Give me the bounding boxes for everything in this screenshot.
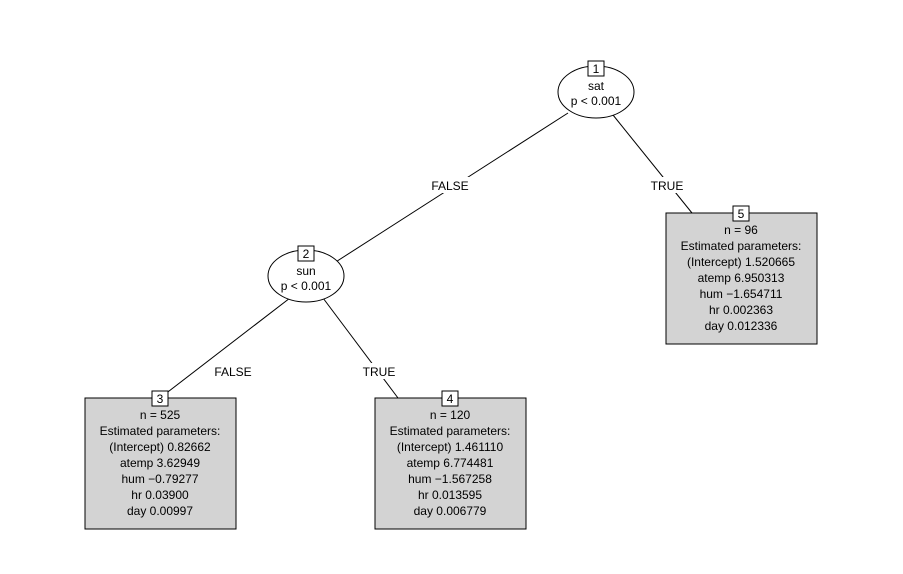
edge-label-text: TRUE (651, 179, 684, 193)
param-intercept: (Intercept) 1.520665 (687, 255, 795, 269)
param-atemp: atemp 3.62949 (120, 456, 200, 470)
edge-2-4 (322, 297, 399, 399)
terminal-node-5: 5 n = 96 Estimated parameters: (Intercep… (665, 205, 818, 345)
inner-node-1: 1 sat p < 0.001 (557, 60, 635, 119)
node-n: n = 120 (430, 408, 471, 422)
param-hr: hr 0.03900 (131, 488, 189, 502)
node-id-box (587, 60, 605, 77)
edge-label-2-3: FALSE (210, 363, 256, 379)
node-id: 4 (447, 392, 454, 406)
edge-label-1-5: TRUE (647, 177, 687, 193)
terminal-node-4: 4 n = 120 Estimated parameters: (Interce… (374, 390, 527, 530)
terminal-node-box (374, 397, 527, 530)
node-id-box (441, 390, 459, 407)
params-heading: Estimated parameters: (100, 424, 221, 438)
edge-2-3 (159, 297, 291, 399)
param-hum: hum −1.567258 (408, 472, 492, 486)
node-id: 3 (157, 392, 164, 406)
params-heading: Estimated parameters: (390, 424, 511, 438)
edge-label-text: FALSE (214, 365, 251, 379)
node-id: 2 (303, 247, 310, 261)
param-atemp: atemp 6.774481 (407, 456, 494, 470)
p-value: p < 0.001 (571, 94, 622, 108)
terminal-node-3: 3 n = 525 Estimated parameters: (Interce… (84, 390, 237, 530)
terminal-node-box (84, 397, 237, 530)
param-day: day 0.006779 (414, 504, 487, 518)
edge-label-text: TRUE (363, 365, 396, 379)
params-heading: Estimated parameters: (681, 239, 802, 253)
split-variable: sun (296, 264, 315, 278)
edge-1-5 (612, 114, 693, 214)
param-hum: hum −1.654711 (700, 287, 783, 301)
param-intercept: (Intercept) 0.82662 (109, 440, 211, 454)
node-id: 1 (593, 62, 600, 76)
edge-label-1-2: FALSE (427, 177, 473, 193)
inner-node-2: 2 sun p < 0.001 (267, 245, 345, 303)
node-id-box (732, 205, 750, 222)
edge-label-2-4: TRUE (359, 363, 399, 379)
param-day: day 0.00997 (127, 504, 193, 518)
node-id-box (151, 390, 169, 407)
edge-label-text: FALSE (431, 179, 468, 193)
node-id: 5 (738, 207, 745, 221)
node-id-box (297, 245, 315, 262)
split-variable: sat (588, 79, 605, 93)
param-day: day 0.012336 (705, 319, 778, 333)
param-intercept: (Intercept) 1.461110 (397, 440, 504, 454)
node-n: n = 525 (140, 408, 181, 422)
terminal-node-box (665, 212, 818, 345)
param-hr: hr 0.002363 (709, 303, 773, 317)
param-hum: hum −0.79277 (121, 472, 198, 486)
param-atemp: atemp 6.950313 (698, 271, 785, 285)
node-n: n = 96 (724, 223, 758, 237)
p-value: p < 0.001 (281, 279, 332, 293)
param-hr: hr 0.013595 (418, 488, 482, 502)
